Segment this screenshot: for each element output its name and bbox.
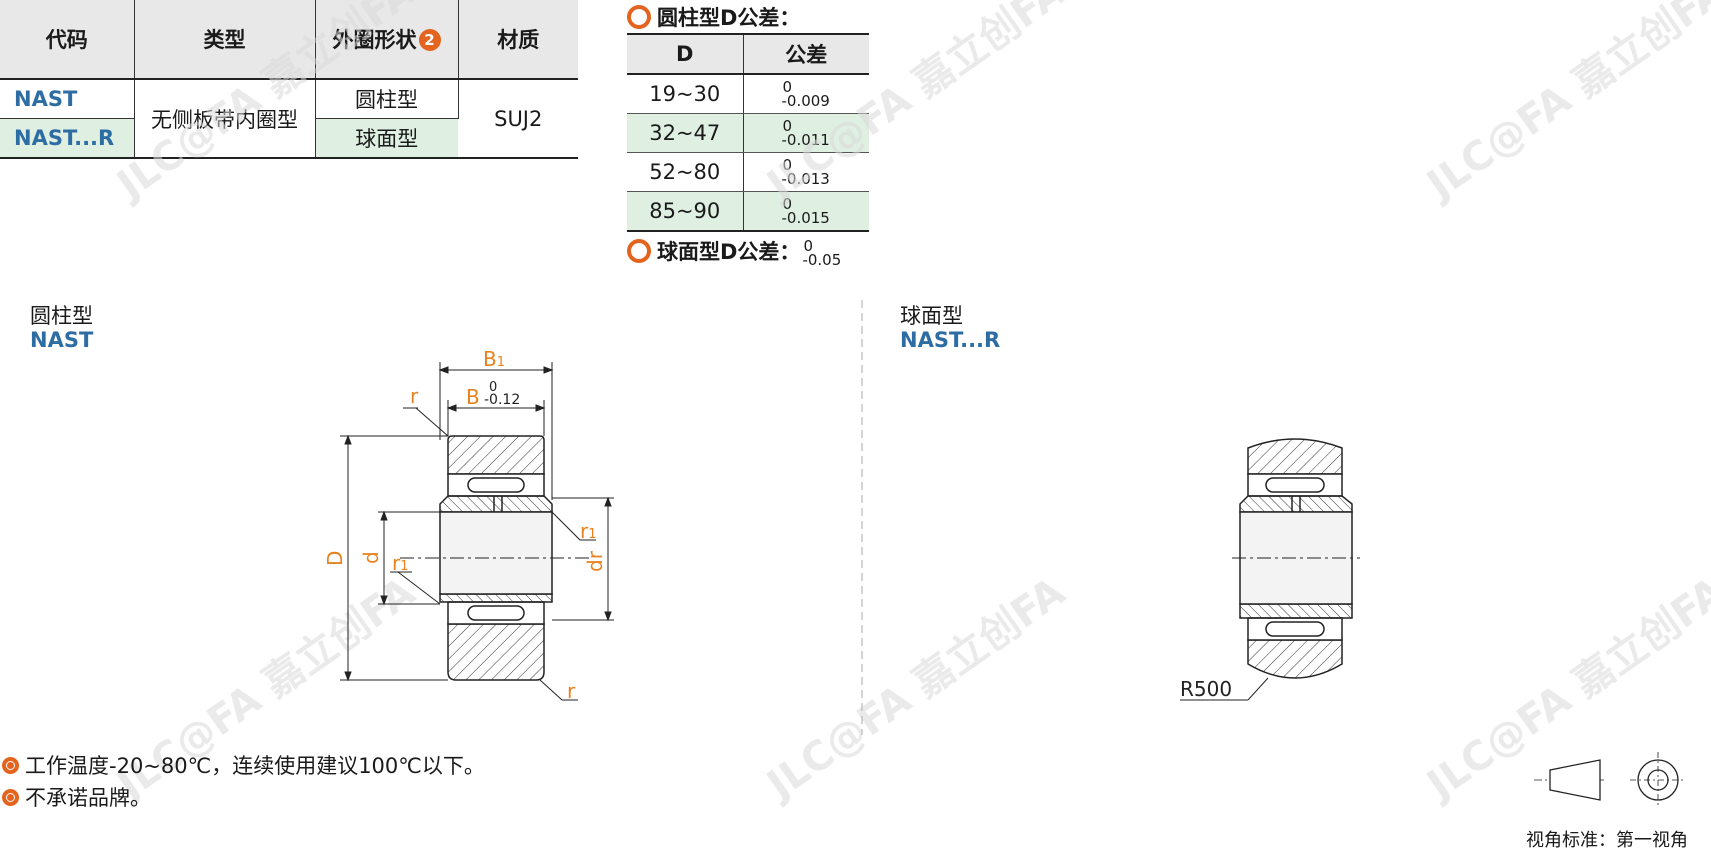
bullet-ring-icon xyxy=(627,239,651,263)
dim-d-label: d xyxy=(359,551,383,564)
inner-ring-top xyxy=(439,495,553,513)
tol-d: 85~90 xyxy=(627,191,744,232)
watermark: JLC@FA 嘉立创FA JLC@FA 嘉立创FA JLC@FA 嘉立创FA J… xyxy=(107,0,1711,810)
dim-b-label: B xyxy=(466,385,480,409)
tol-d: 19~30 xyxy=(627,74,744,114)
dim-b1-label: B1 xyxy=(483,347,505,371)
note-temperature: 工作温度-20~80℃，连续使用建议100℃以下。 xyxy=(2,750,485,780)
spherical-bearing xyxy=(1180,438,1360,701)
radius-label: R500 xyxy=(1180,677,1232,701)
dim-r-bottom: r xyxy=(567,679,576,703)
cylindrical-bearing xyxy=(400,435,590,681)
watermark-text: JLC@FA 嘉立创FA xyxy=(1417,0,1711,210)
shape-cylindrical: 圆柱型 xyxy=(315,79,459,119)
outer-ring-top xyxy=(1247,438,1343,475)
tol-value: 0-0.015 xyxy=(743,191,869,232)
dim-dr-label: dr xyxy=(583,550,607,572)
bullet-dot-icon xyxy=(2,757,19,774)
needle-roller-top xyxy=(1265,477,1325,493)
needle-roller-top xyxy=(467,477,525,493)
tol-value: 0-0.011 xyxy=(743,113,869,153)
watermark-text: JLC@FA 嘉立创FA xyxy=(757,569,1073,810)
code-nast: NAST xyxy=(0,79,135,119)
material-cell: SUJ2 xyxy=(494,106,543,131)
outer-ring-top xyxy=(447,435,545,475)
inner-ring-top xyxy=(1239,495,1353,513)
header-code: 代码 xyxy=(0,0,135,79)
tolerance-table: D 公差 19~30 0-0.009 32~47 0-0.011 52~80 0… xyxy=(627,33,869,232)
bullet-ring-icon xyxy=(627,5,651,29)
needle-roller-bottom xyxy=(1265,621,1325,637)
note-brand: 不承诺品牌。 xyxy=(2,782,151,812)
spherical-tolerance: 球面型D公差：0-0.05 xyxy=(627,236,841,268)
dim-D-label: D xyxy=(323,551,347,566)
type-cell: 无侧板带内圈型 xyxy=(134,79,316,158)
tol-header-tolerance: 公差 xyxy=(743,34,869,74)
radius-leader xyxy=(1247,677,1269,701)
inner-ring-bottom xyxy=(1239,603,1353,619)
cylindrical-dim-labels: B1 B 0 -0.12 r r1 r1 r D d dr xyxy=(323,347,607,703)
outer-ring-bottom xyxy=(447,623,545,681)
code-nast-r: NAST...R xyxy=(0,118,135,158)
dim-b-lower: -0.12 xyxy=(484,392,520,408)
watermark-text: JLC@FA 嘉立创FA xyxy=(107,0,423,210)
tolerance-title: 圆柱型D公差： xyxy=(627,2,800,32)
left-type-label: 圆柱型 xyxy=(30,304,93,328)
tol-header-d: D xyxy=(627,34,744,74)
tol-value: 0-0.009 xyxy=(743,74,869,114)
dim-b-upper: 0 xyxy=(489,380,497,395)
watermark-text: JLC@FA 嘉立创FA xyxy=(757,0,1073,210)
view-standard: 视角标准：第一视角 xyxy=(1526,830,1688,851)
right-type-label: 球面型 xyxy=(900,304,963,328)
tol-d: 32~47 xyxy=(627,113,744,153)
right-code-label: NAST...R xyxy=(900,328,1001,352)
shape-badge: 2 xyxy=(418,29,441,51)
header-material: 材质 xyxy=(458,0,578,79)
inner-bore xyxy=(439,511,553,595)
cylindrical-dimensions xyxy=(340,362,614,701)
left-code-label: NAST xyxy=(30,328,94,352)
tol-d: 52~80 xyxy=(627,152,744,192)
first-angle-projection-icon xyxy=(1534,752,1686,808)
dim-r1-left: r1 xyxy=(392,551,409,575)
bullet-dot-icon xyxy=(2,789,19,806)
needle-roller-bottom xyxy=(467,605,525,621)
outer-ring-bottom xyxy=(1247,639,1343,679)
inner-ring-bottom xyxy=(439,593,553,603)
dim-r1-right: r1 xyxy=(580,519,597,543)
tol-value: 0-0.013 xyxy=(743,152,869,192)
header-type: 类型 xyxy=(134,0,316,79)
dim-r-top: r xyxy=(410,384,419,408)
shape-spherical: 球面型 xyxy=(315,118,458,158)
